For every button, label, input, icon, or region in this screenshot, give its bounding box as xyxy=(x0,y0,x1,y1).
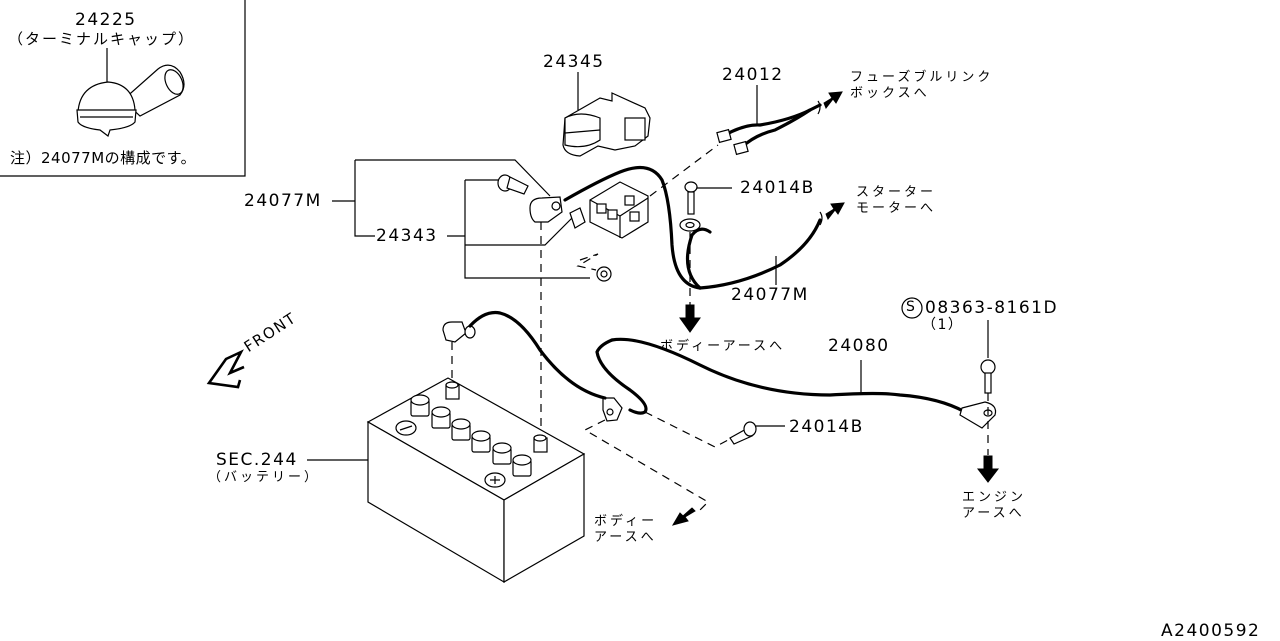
inset-frame xyxy=(0,0,246,177)
battery-cell-caps xyxy=(410,394,532,477)
bolt-24014B-upper xyxy=(679,181,732,333)
label-24012: 24012 xyxy=(722,65,784,85)
cable-24077M xyxy=(563,165,845,290)
bolt-upper-left xyxy=(497,174,529,195)
label-24077M-right: 24077M xyxy=(731,285,809,305)
connector-block xyxy=(569,181,649,239)
terminal-cap-part-name: （ターミナルキャップ） xyxy=(8,30,196,48)
label-fusible-link-box: フューズブルリンク ボックスへ xyxy=(850,70,993,103)
label-08363-8161D: 08363-8161D xyxy=(925,298,1059,318)
battery-negative-cable xyxy=(442,310,607,400)
bolt-08363-8161D xyxy=(901,297,1000,483)
label-24014B-lower: 24014B xyxy=(789,417,864,437)
cable-24080 xyxy=(595,337,997,429)
harness-24012 xyxy=(716,85,843,156)
body-earth-lower xyxy=(583,397,709,526)
bolt-24014B-lower xyxy=(644,411,785,448)
fusible-link-line1: フューズブルリンク xyxy=(850,70,994,85)
battery-terminal-clamp xyxy=(529,196,563,223)
body-earth-lower-line1: ボディー xyxy=(594,514,658,529)
body-earth-lower-line2: アースへ xyxy=(594,530,657,546)
standard-part-symbol: S xyxy=(906,299,915,315)
label-24345: 24345 xyxy=(543,52,605,72)
cover-24345-part xyxy=(562,72,651,157)
label-24080: 24080 xyxy=(828,336,890,356)
nut xyxy=(596,266,612,282)
label-battery-section: SEC.244 xyxy=(216,450,298,470)
diagram-id: A2400592 xyxy=(1161,621,1261,641)
label-body-earth-upper: ボディーアースへ xyxy=(660,339,786,354)
engine-earth-line1: エンジン xyxy=(962,490,1027,505)
engine-earth-line2: アースへ xyxy=(962,506,1025,522)
assembly-line-24012 xyxy=(649,144,719,197)
label-starter-motor: スターター モーターへ xyxy=(856,185,936,218)
label-body-earth-lower: ボディー アースへ xyxy=(594,514,657,547)
label-24343: 24343 xyxy=(376,226,438,246)
label-24014B-upper: 24014B xyxy=(740,178,815,198)
label-bolt-quantity: （1） xyxy=(922,317,964,333)
starter-line1: スターター xyxy=(856,185,937,200)
front-direction-arrow xyxy=(206,349,245,389)
callout-brackets xyxy=(332,159,590,279)
terminal-cap-part xyxy=(76,48,185,137)
label-battery-name: （バッテリー） xyxy=(208,470,321,485)
fusible-link-line2: ボックスへ xyxy=(850,86,930,102)
assembly-line-nut xyxy=(576,253,599,271)
label-24077M-left: 24077M xyxy=(244,191,322,211)
starter-line2: モーターへ xyxy=(856,201,937,217)
label-engine-earth: エンジン アースへ xyxy=(962,490,1026,523)
battery xyxy=(307,377,586,584)
inset-note: 注）24077Mの構成です。 xyxy=(10,149,197,167)
terminal-cap-part-number: 24225 xyxy=(75,10,137,30)
